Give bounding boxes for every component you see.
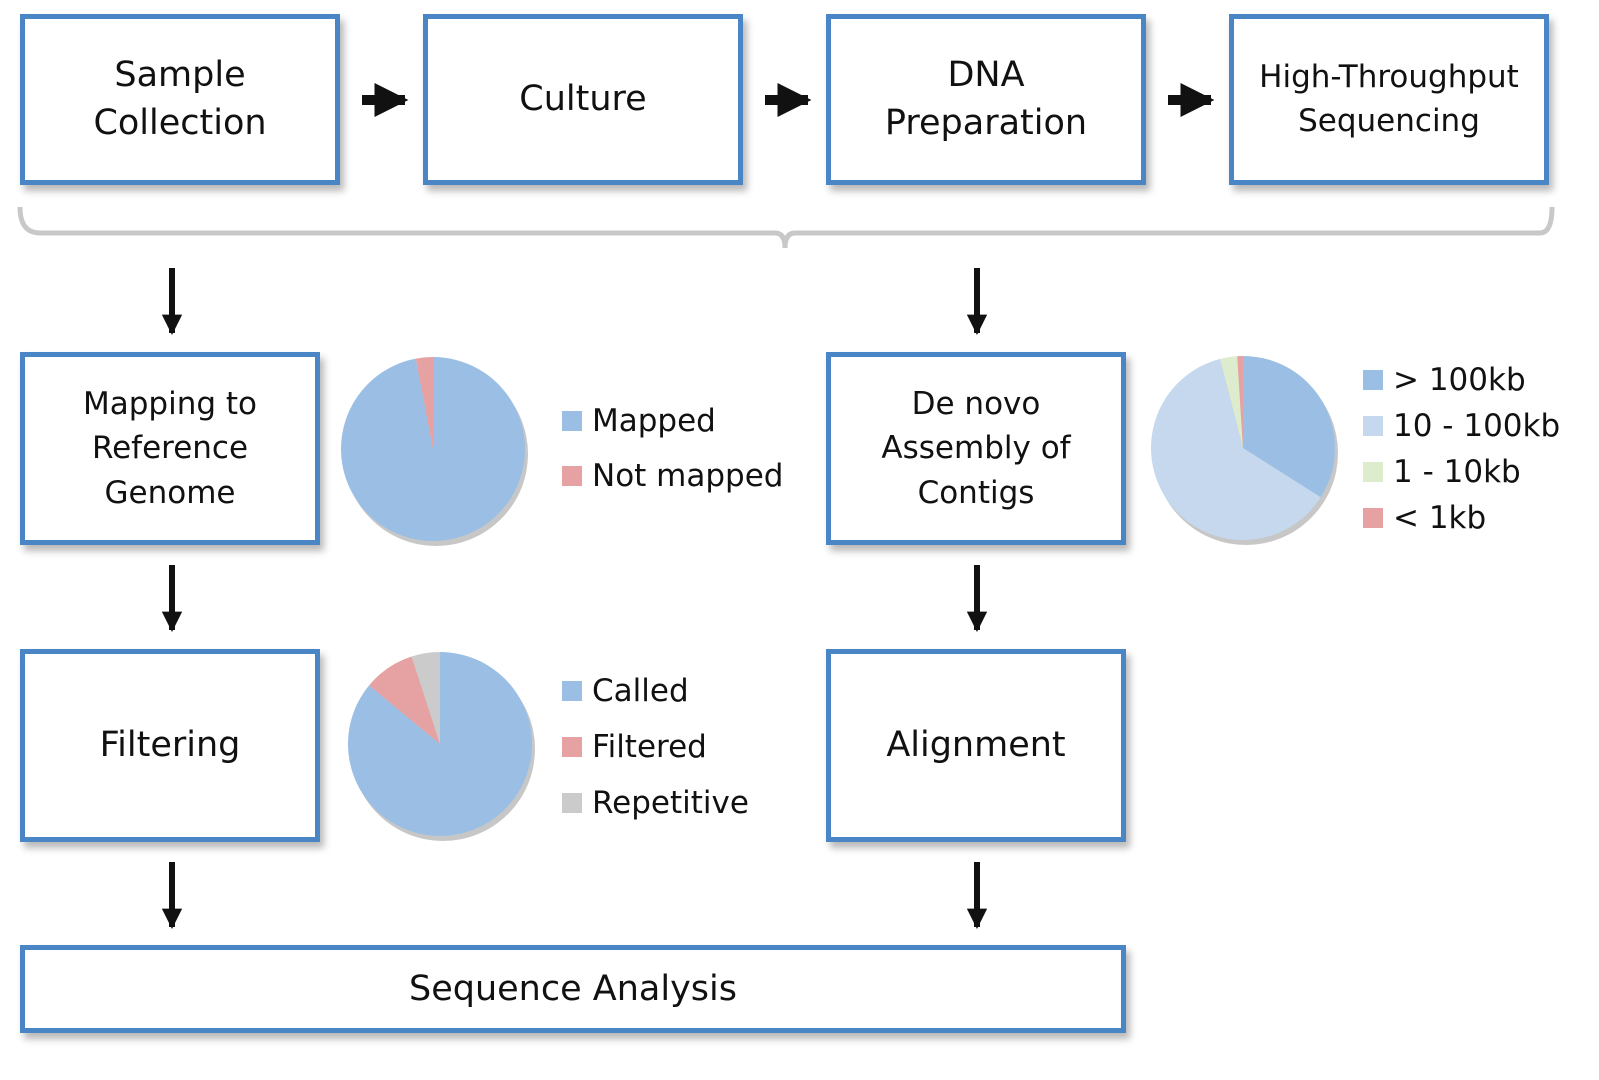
legend-swatch (1363, 462, 1383, 482)
legend-swatch (562, 466, 582, 486)
de-novo-box: De novo Assembly of Contigs (826, 352, 1126, 545)
contig-size-pie-chart (1150, 354, 1350, 558)
legend-swatch (1363, 508, 1383, 528)
pie-slice-100kb (1243, 356, 1335, 498)
legend-item-mapped: Mapped (562, 402, 783, 439)
sample-collection-label: Sample Collection (93, 55, 267, 143)
bracket (17, 206, 1555, 249)
legend-swatch (1363, 370, 1383, 390)
pie-slice-1-10kb (1220, 356, 1243, 448)
filtering-box: Filtering (20, 649, 320, 842)
legend-label: Called (592, 672, 689, 709)
pie-slice-filtered (369, 656, 440, 744)
legend-label: 10 - 100kb (1393, 407, 1561, 444)
mapping-label: Mapping to Reference Genome (82, 386, 257, 511)
dna-preparation-label: DNA Preparation (884, 55, 1088, 143)
legend-swatch (562, 793, 582, 813)
legend-item-called: Called (562, 672, 749, 709)
legend-swatch (562, 411, 582, 431)
legend-swatch (1363, 416, 1383, 436)
pie-slice-not-mapped (415, 357, 433, 449)
legend-item-1-10kb: 1 - 10kb (1363, 453, 1560, 490)
contig-size-legend: > 100kb 10 - 100kb 1 - 10kb < 1kb (1363, 361, 1561, 549)
high-throughput-sequencing-label: High-Throughput Sequencing (1259, 59, 1519, 139)
filtering-pie-chart (346, 652, 546, 856)
dna-preparation-box: DNA Preparation (826, 14, 1146, 185)
pie-slice-repetitive (411, 652, 440, 744)
alignment-label: Alignment (886, 725, 1066, 766)
sequence-analysis-box: Sequence Analysis (20, 945, 1126, 1033)
high-throughput-sequencing-box: High-Throughput Sequencing (1229, 14, 1549, 185)
culture-box: Culture (423, 14, 743, 185)
legend-label: Mapped (592, 402, 716, 439)
alignment-box: Alignment (826, 649, 1126, 842)
culture-label: Culture (519, 79, 647, 120)
legend-label: 1 - 10kb (1393, 453, 1521, 490)
pie-slice-10-100kb (1151, 358, 1321, 540)
legend-swatch (562, 681, 582, 701)
legend-label: Repetitive (592, 784, 749, 821)
legend-label: Filtered (592, 728, 707, 765)
legend-item-repetitive: Repetitive (562, 784, 749, 821)
sequence-analysis-label: Sequence Analysis (409, 968, 737, 1009)
pie-slice-1kb (1237, 356, 1243, 448)
mapping-pie-chart (338, 354, 538, 558)
legend-label: Not mapped (592, 457, 784, 494)
filtering-label: Filtering (99, 725, 241, 766)
legend-item-not-mapped: Not mapped (562, 457, 784, 494)
legend-item-100kb: > 100kb (1363, 361, 1560, 398)
legend-label: < 1kb (1393, 499, 1487, 536)
mapping-box: Mapping to Reference Genome (20, 352, 320, 545)
legend-item-filtered: Filtered (562, 728, 749, 765)
legend-label: > 100kb (1393, 361, 1526, 398)
de-novo-label: De novo Assembly of Contigs (881, 386, 1071, 511)
legend-swatch (562, 737, 582, 757)
sample-collection-box: Sample Collection (20, 14, 340, 185)
legend-item-10-100kb: 10 - 100kb (1363, 407, 1561, 444)
legend-item-1kb: < 1kb (1363, 499, 1560, 536)
